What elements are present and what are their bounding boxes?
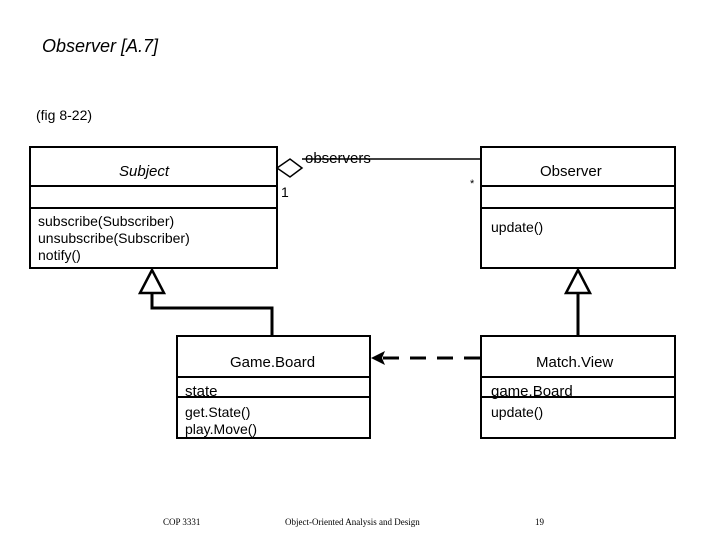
class-subject-attribute-compartment [29, 185, 278, 209]
class-observer-operation-compartment: update() [480, 207, 676, 269]
footer-page-number: 19 [535, 517, 544, 527]
class-match-view-name-compartment: Match.View [480, 335, 676, 378]
generalization-arrowhead-observer [563, 267, 593, 295]
operation-get-state: get.State() [185, 404, 251, 420]
class-match-view-name: Match.View [536, 354, 614, 371]
attribute-game-board: game.Board [491, 383, 573, 400]
operation-play-move: play.Move() [185, 421, 258, 437]
multiplicity-observer: * [470, 178, 475, 190]
class-game-board-attribute-compartment: state [176, 376, 371, 400]
slide-title: Observer [A.7] [42, 36, 159, 56]
class-game-board[interactable]: Game.Board state get.State() play.Move() [176, 335, 371, 439]
aggregation-diamond [275, 158, 304, 178]
class-observer-attribute-compartment [480, 185, 676, 209]
class-match-view-operation-compartment: update() [480, 396, 676, 439]
class-observer[interactable]: Observer update() [480, 146, 676, 269]
multiplicity-subject: 1 [281, 184, 289, 200]
class-subject-operation-compartment: subscribe(Subscriber) unsubscribe(Subscr… [29, 207, 278, 269]
operation-notify: notify() [38, 247, 81, 263]
operation-subscribe: subscribe(Subscriber) [38, 213, 175, 229]
footer-course: COP 3331 [163, 517, 201, 527]
association-role-label: observers [305, 150, 371, 167]
figure-reference: (fig 8-22) [36, 107, 93, 123]
attribute-state: state [185, 383, 218, 400]
class-match-view[interactable]: Match.View game.Board update() [480, 335, 676, 439]
generalization-arrowhead-subject [137, 267, 167, 295]
footer-course-title: Object-Oriented Analysis and Design [285, 517, 420, 527]
class-subject[interactable]: Subject subscribe(Subscriber) unsubscrib… [29, 146, 278, 269]
operation-unsubscribe: unsubscribe(Subscriber) [38, 230, 190, 246]
class-match-view-attribute-compartment: game.Board [480, 376, 676, 400]
dependency-arrowhead [371, 351, 385, 365]
class-observer-name: Observer [540, 163, 602, 180]
class-game-board-operation-compartment: get.State() play.Move() [176, 396, 371, 439]
class-game-board-name-compartment: Game.Board [176, 335, 371, 378]
class-observer-name-compartment: Observer [480, 146, 676, 187]
class-subject-name-compartment: Subject [29, 146, 278, 187]
class-subject-name: Subject [119, 163, 170, 180]
operation-match-view-update: update() [491, 404, 544, 420]
class-game-board-name: Game.Board [230, 354, 316, 371]
generalization-line-gameboard [150, 293, 274, 336]
operation-update: update() [491, 219, 544, 235]
